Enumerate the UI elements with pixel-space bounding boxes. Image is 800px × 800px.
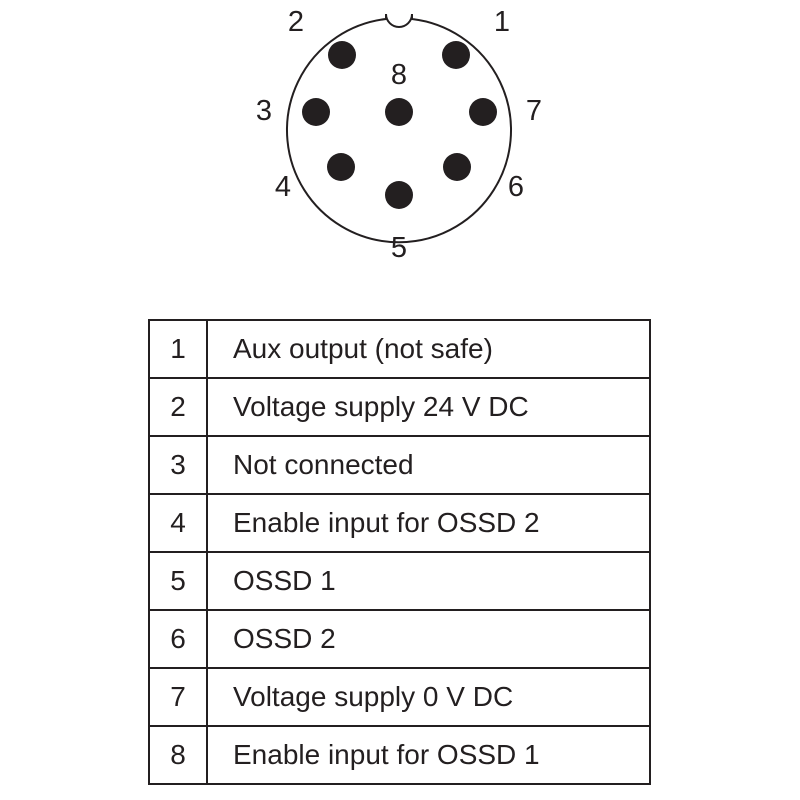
pin-3	[302, 98, 330, 126]
pin-6	[443, 153, 471, 181]
pin-4	[327, 153, 355, 181]
pin-function-cell: Not connected	[206, 435, 651, 495]
pin-5	[385, 181, 413, 209]
pin-label-6: 6	[508, 171, 524, 203]
pin-number-cell: 5	[148, 551, 208, 611]
connector-outline	[286, 13, 512, 244]
pin-function-cell: Voltage supply 0 V DC	[206, 667, 651, 727]
pin-number-cell: 8	[148, 725, 208, 785]
pin-2	[328, 41, 356, 69]
pin-label-2: 2	[288, 6, 304, 38]
pin-1	[442, 41, 470, 69]
pin-label-3: 3	[256, 95, 272, 127]
pin-number-cell: 6	[148, 609, 208, 669]
pin-function-cell: Enable input for OSSD 2	[206, 493, 651, 553]
pin-function-cell: OSSD 1	[206, 551, 651, 611]
pin-number-cell: 2	[148, 377, 208, 437]
pin-number-cell: 3	[148, 435, 208, 495]
pin-number-cell: 4	[148, 493, 208, 553]
pin-7	[469, 98, 497, 126]
pin-label-1: 1	[494, 6, 510, 38]
pin-function-cell: Enable input for OSSD 1	[206, 725, 651, 785]
pin-label-5: 5	[391, 232, 407, 264]
pin-label-8: 8	[391, 59, 407, 91]
connector-diagram: 1 2 3 4 5 6 7 8	[256, 6, 542, 264]
pin-8	[385, 98, 413, 126]
pin-number-cell: 7	[148, 667, 208, 727]
pin-function-cell: Aux output (not safe)	[206, 319, 651, 379]
pin-function-cell: OSSD 2	[206, 609, 651, 669]
pin-label-4: 4	[275, 171, 291, 203]
pin-number-cell: 1	[148, 319, 208, 379]
pin-label-7: 7	[526, 95, 542, 127]
pin-function-cell: Voltage supply 24 V DC	[206, 377, 651, 437]
